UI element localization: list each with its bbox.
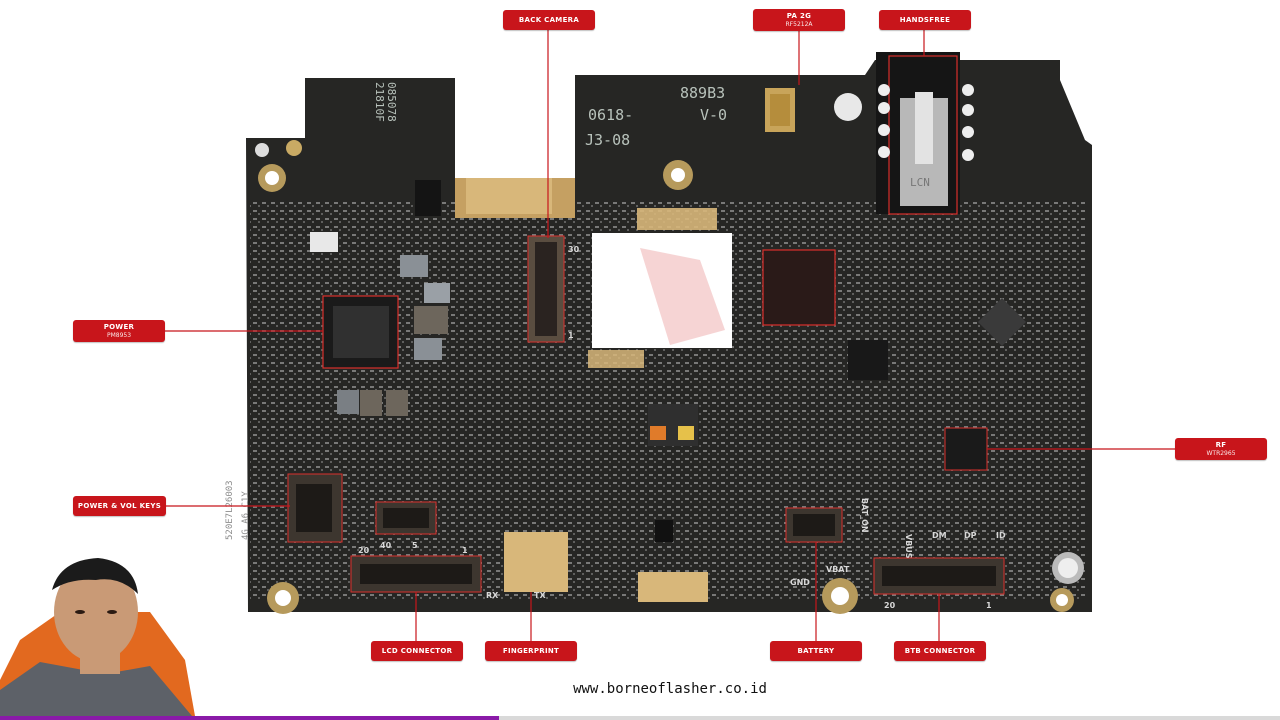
- label-pa-2g-title: PA 2G: [786, 12, 812, 20]
- label-lcd-connector-title: LCD CONNECTOR: [381, 647, 453, 655]
- pin-label: 30: [568, 245, 580, 254]
- marking-chip-text: LCN: [910, 176, 930, 189]
- label-battery: BATTERY: [770, 641, 862, 661]
- label-handsfree-title: HANDSFREE: [899, 16, 951, 24]
- pin-label: 20: [884, 601, 896, 610]
- label-btb-connector-title: BTB CONNECTOR: [904, 647, 976, 655]
- board-connectors: [287, 235, 1005, 602]
- camera-window: [588, 208, 732, 368]
- pin-label: DM: [932, 531, 947, 540]
- label-pa-2g: PA 2G RF5212A: [753, 9, 845, 31]
- label-rf-title: RF: [1215, 441, 1227, 449]
- pin-label: VBUS: [904, 534, 913, 559]
- pin-label: 40: [380, 541, 392, 550]
- label-rf: RF WTR2965: [1175, 438, 1267, 460]
- pin-label: 20: [358, 546, 370, 555]
- website-url: www.borneoflasher.co.id: [573, 681, 767, 697]
- marking-code2: V-0: [700, 106, 727, 124]
- label-pa-2g-subtitle: RF5212A: [785, 21, 813, 28]
- marking-side2: 4G A6 C1Y: [241, 491, 251, 540]
- board-markings: 889B3 V-0 0618- J3-08 21810F 085078 LCN …: [225, 82, 1006, 610]
- pin-label: 1: [462, 546, 468, 555]
- presenter-webcam: [0, 558, 195, 716]
- label-back-camera-title: BACK CAMERA: [518, 16, 580, 24]
- pin-label: 1: [568, 331, 574, 340]
- marking-serial1: 21810F: [373, 82, 386, 122]
- marking-code1: 889B3: [680, 84, 725, 102]
- pin-label: 5: [412, 541, 418, 550]
- label-back-camera: BACK CAMERA: [503, 10, 595, 30]
- marking-serial2: 085078: [385, 82, 398, 122]
- mounting-holes: [255, 93, 1084, 614]
- pin-label: BAT_ON: [860, 498, 869, 533]
- marking-side1: 520E7L26003: [225, 480, 235, 540]
- video-progress-bar[interactable]: [0, 716, 1280, 720]
- pin-label: 1: [986, 601, 992, 610]
- label-power: POWER PM8953: [73, 320, 165, 342]
- label-handsfree: HANDSFREE: [879, 10, 971, 30]
- label-btb-connector: BTB CONNECTOR: [894, 641, 986, 661]
- marking-code3: 0618-: [588, 106, 633, 124]
- handsfree-jack: [876, 52, 974, 215]
- chips: [310, 88, 1027, 471]
- label-battery-title: BATTERY: [797, 647, 835, 655]
- pin-label: DP: [964, 531, 977, 540]
- label-power-title: POWER: [103, 323, 135, 331]
- label-power-subtitle: PM8953: [106, 332, 132, 339]
- pin-label: GND: [790, 578, 810, 587]
- pin-label: VBAT: [826, 565, 850, 574]
- label-lcd-connector: LCD CONNECTOR: [371, 641, 463, 661]
- pin-label: ID: [996, 531, 1006, 540]
- leader-lines: [165, 30, 1175, 641]
- label-power-vol-keys: POWER & VOL KEYS: [73, 496, 166, 516]
- marking-code4: J3-08: [585, 131, 630, 149]
- label-fingerprint-title: FINGERPRINT: [502, 647, 560, 655]
- label-power-vol-keys-title: POWER & VOL KEYS: [77, 502, 162, 510]
- video-progress-fill: [0, 716, 500, 720]
- pin-label: RX: [486, 591, 499, 600]
- label-fingerprint: FINGERPRINT: [485, 641, 577, 661]
- pin-label: TX: [534, 591, 546, 600]
- label-rf-subtitle: WTR2965: [1206, 450, 1236, 457]
